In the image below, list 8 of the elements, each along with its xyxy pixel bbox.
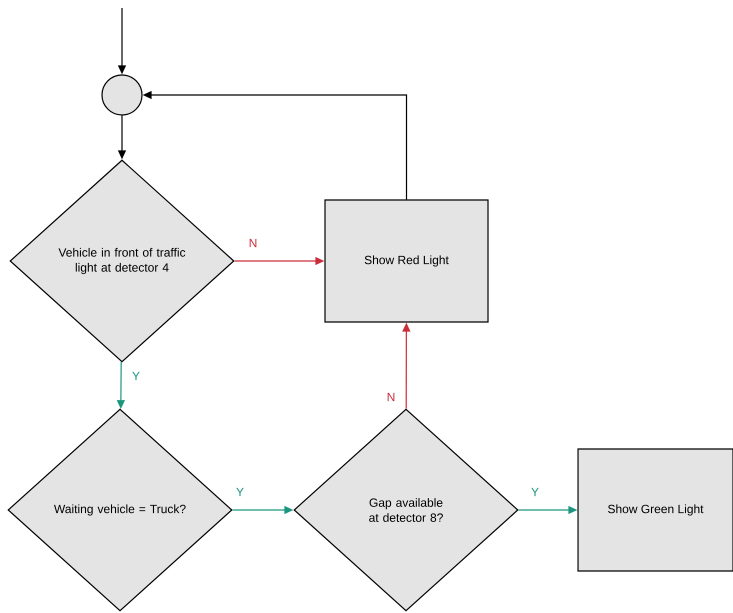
edge-label: Y — [235, 486, 245, 498]
edge-label: Y — [131, 370, 141, 382]
process-box: Show Green Light — [577, 448, 733, 572]
connector-circle — [101, 74, 143, 116]
process-box: Show Red Light — [324, 199, 489, 323]
edge-label: Y — [530, 486, 540, 498]
edge-label: N — [248, 238, 258, 248]
edge-label: N — [386, 392, 396, 402]
